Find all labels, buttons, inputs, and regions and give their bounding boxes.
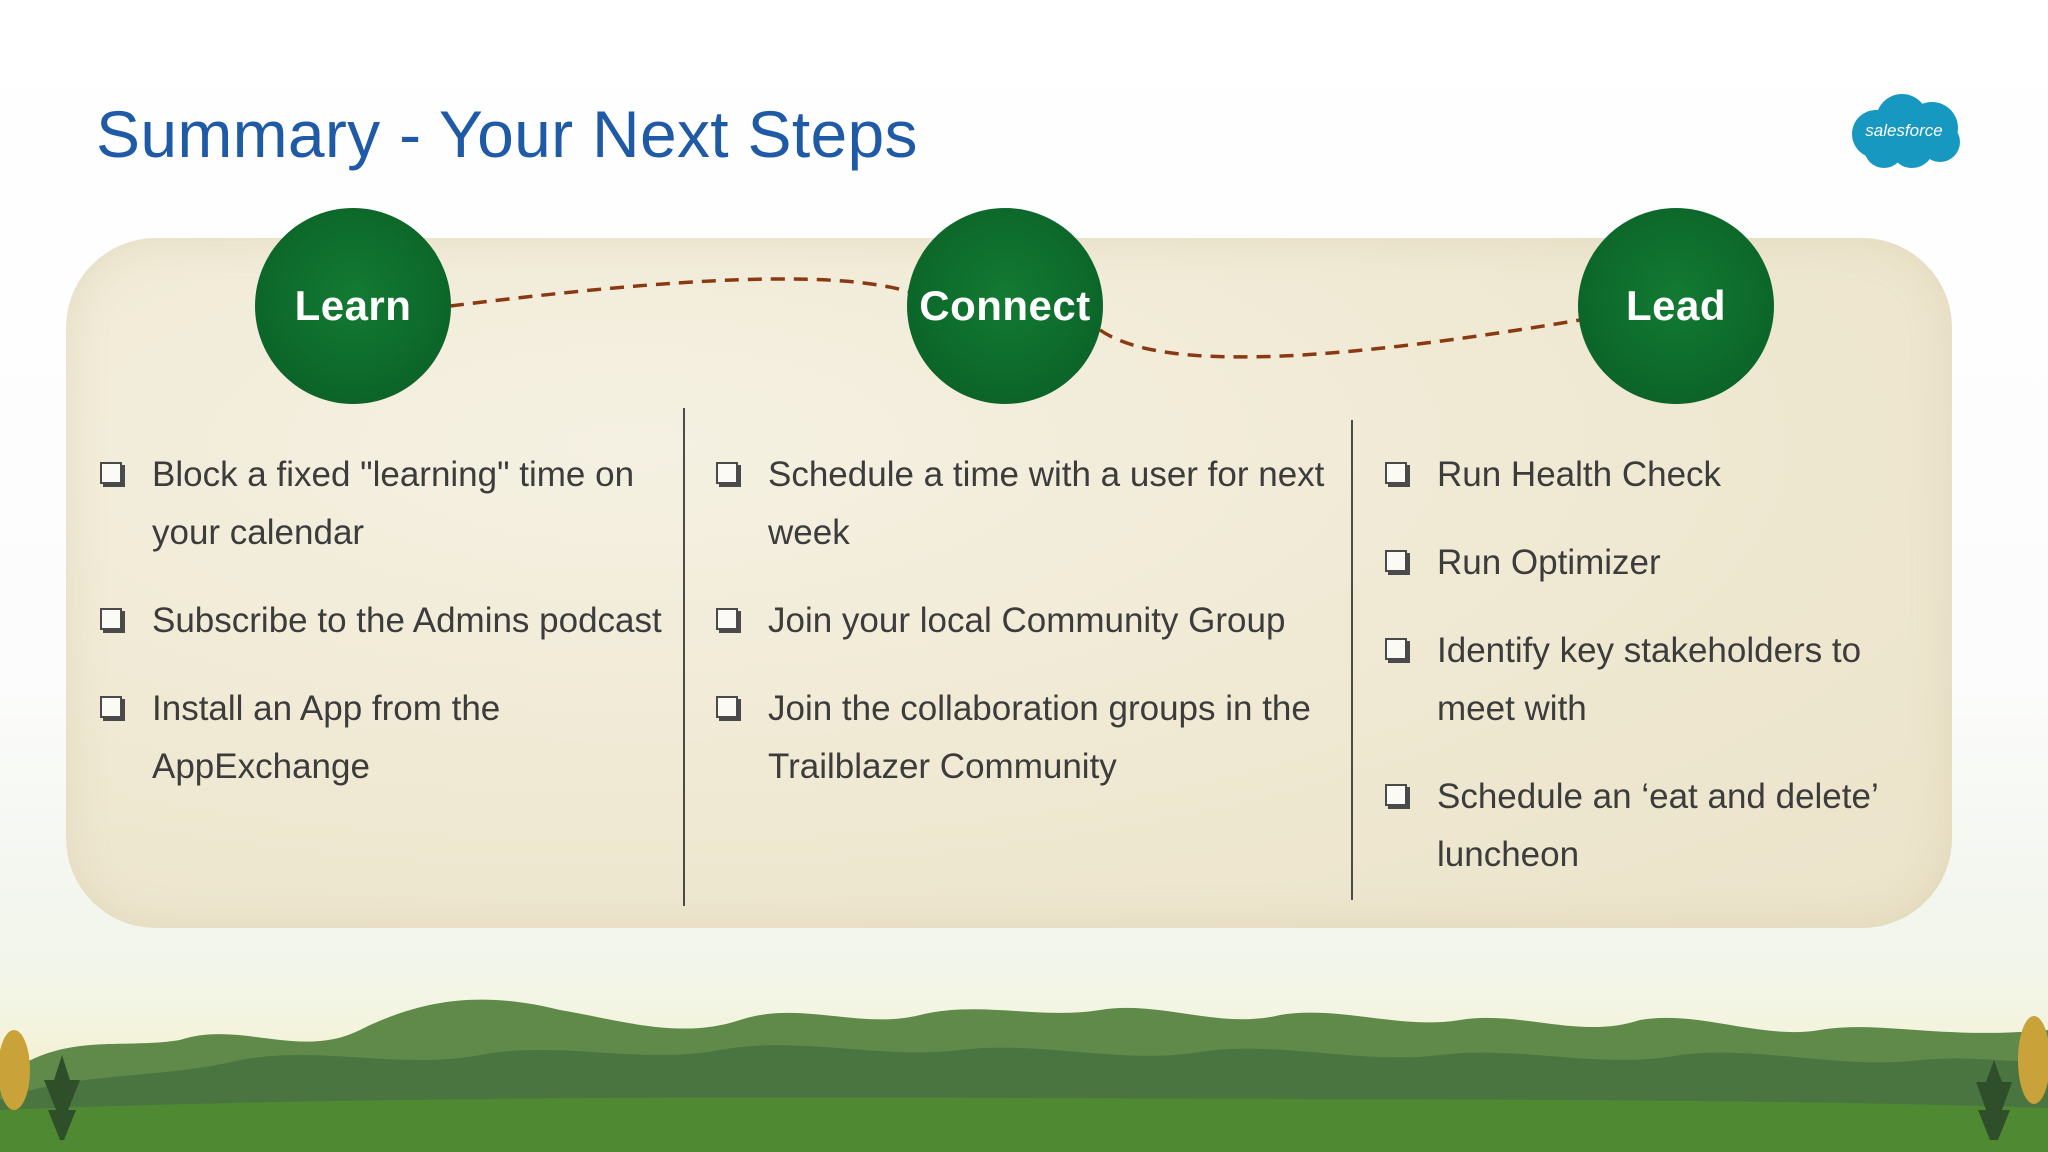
learn-list: Block a fixed "learning" time on your ca…: [96, 446, 676, 826]
checkbox-icon: [1385, 550, 1407, 572]
list-item: Run Optimizer: [1381, 534, 1901, 592]
checkbox-icon: [1385, 462, 1407, 484]
checkbox-icon: [1385, 638, 1407, 660]
checkbox-icon: [100, 462, 122, 484]
slide-title: Summary - Your Next Steps: [96, 97, 918, 171]
checkbox-icon: [716, 608, 738, 630]
landscape-illustration: [0, 960, 2048, 1152]
list-item: Install an App from the AppExchange: [96, 680, 676, 796]
checkbox-icon: [100, 696, 122, 718]
column-divider: [1351, 420, 1353, 900]
logo-text: salesforce: [1865, 121, 1942, 140]
checkbox-icon: [100, 608, 122, 630]
connect-list: Schedule a time with a user for next wee…: [712, 446, 1342, 826]
list-item: Schedule an ‘eat and delete’ luncheon: [1381, 768, 1901, 884]
column-divider: [683, 408, 685, 906]
salesforce-logo: salesforce: [1852, 94, 1960, 168]
list-item: Run Health Check: [1381, 446, 1901, 504]
step-circle-connect: Connect: [907, 208, 1103, 404]
step-circle-lead: Lead: [1578, 208, 1774, 404]
list-item: Join the collaboration groups in the Tra…: [712, 680, 1342, 796]
checkbox-icon: [716, 696, 738, 718]
step-circle-learn: Learn: [255, 208, 451, 404]
list-item: Schedule a time with a user for next wee…: [712, 446, 1342, 562]
checkbox-icon: [1385, 784, 1407, 806]
list-item: Subscribe to the Admins podcast: [96, 592, 676, 650]
lead-list: Run Health Check Run Optimizer Identify …: [1381, 446, 1901, 914]
list-item: Block a fixed "learning" time on your ca…: [96, 446, 676, 562]
checkbox-icon: [716, 462, 738, 484]
list-item: Identify key stakeholders to meet with: [1381, 622, 1901, 738]
salesforce-cloud-icon: [1852, 94, 1960, 168]
list-item: Join your local Community Group: [712, 592, 1342, 650]
